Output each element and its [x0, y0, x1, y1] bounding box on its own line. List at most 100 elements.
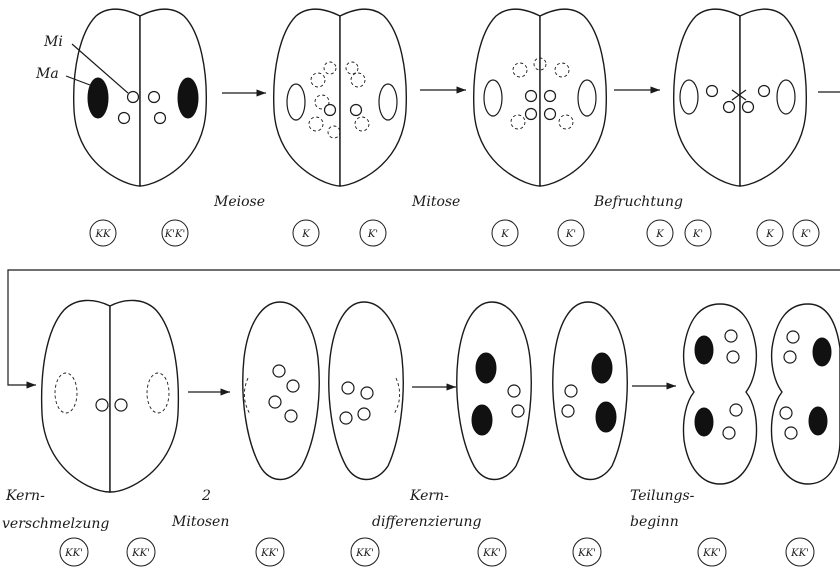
micronucleus [273, 365, 285, 377]
label-teilungsbeginn-1: Teilungs- [630, 488, 695, 504]
genotype-label: KK' [64, 548, 83, 559]
stage-fertilization-pair [674, 9, 807, 186]
micronucleus [285, 410, 297, 422]
macronucleus-right [578, 80, 596, 116]
micronucleus [526, 91, 537, 102]
macronucleus-right [178, 78, 198, 118]
macronucleus [476, 353, 496, 383]
micronucleus [325, 105, 336, 116]
micronucleus [785, 427, 797, 439]
cell-right [740, 9, 806, 186]
label-mi: Mi [43, 34, 63, 50]
label-meiose: Meiose [213, 194, 265, 210]
micronucleus [119, 113, 130, 124]
genotype-label: K' [692, 229, 703, 240]
macronucleus [695, 408, 713, 436]
micronucleus [787, 331, 799, 343]
genotype-label: KK' [482, 548, 501, 559]
micronucleus [545, 109, 556, 120]
macronucleus [695, 336, 713, 364]
micronucleus [128, 92, 139, 103]
micronucleus [340, 412, 352, 424]
stage-differentiation [457, 302, 627, 480]
micronucleus [562, 405, 574, 417]
genotype-label: KK' [790, 548, 809, 559]
macronucleus-left [287, 84, 305, 120]
micronucleus [730, 404, 742, 416]
macronucleus [472, 405, 492, 435]
macronucleus [592, 353, 612, 383]
stage-two-mitoses [243, 302, 403, 480]
micronucleus [707, 86, 718, 97]
macronucleus [813, 338, 831, 366]
micronucleus [351, 105, 362, 116]
stage-fusion-pair [42, 300, 179, 492]
label-mitose: Mitose [411, 194, 460, 210]
cell [243, 302, 319, 480]
micronucleus [269, 396, 281, 408]
genotype-label: K' [367, 229, 378, 240]
stage-mitosis-pair [474, 9, 607, 186]
label-kerndifferenzierung-1: Kern- [409, 488, 449, 504]
macronucleus-left [88, 78, 108, 118]
micronucleus [565, 385, 577, 397]
micronucleus [545, 91, 556, 102]
micronucleus [358, 408, 370, 420]
label-zwei: 2 [201, 488, 211, 504]
label-kernverschmelzung-2: verschmelzung [2, 516, 109, 532]
genotype-label: K [765, 229, 774, 240]
macronucleus [809, 407, 827, 435]
synkaryon [115, 399, 127, 411]
label-befruchtung: Befruchtung [593, 194, 683, 210]
micronucleus [780, 407, 792, 419]
genotype-label: K [500, 229, 509, 240]
genotype-label: KK' [131, 548, 150, 559]
macronucleus-left [680, 80, 698, 114]
cell [771, 304, 840, 484]
label-kernverschmelzung-1: Kern- [5, 488, 45, 504]
cell-left [42, 300, 110, 492]
label-kerndifferenzierung-2: differenzierung [372, 514, 482, 530]
micronucleus [155, 113, 166, 124]
micronucleus [784, 351, 796, 363]
genotype-label: KK' [260, 548, 279, 559]
micronucleus [361, 387, 373, 399]
stage-meiosis-pair [274, 9, 407, 186]
genotype-row-1: KK K'K' K K' K K' K K' K K' [90, 220, 819, 246]
label-ma: Ma [35, 66, 59, 82]
genotype-label: KK' [702, 548, 721, 559]
label-teilungsbeginn-2: beginn [630, 514, 679, 530]
micronucleus [526, 109, 537, 120]
micronucleus [724, 102, 735, 113]
genotype-label: K' [800, 229, 811, 240]
cell [553, 302, 627, 480]
genotype-row-2: KK' KK' KK' KK' KK' KK' KK' KK' [60, 538, 814, 566]
macronucleus-right [777, 80, 795, 114]
genotype-label: K [655, 229, 664, 240]
genotype-label: K [301, 229, 310, 240]
stage-initial-pair: Mi Ma [35, 9, 206, 186]
micronucleus [508, 385, 520, 397]
micronucleus [759, 86, 770, 97]
macronucleus [596, 402, 616, 432]
cell-right [110, 300, 178, 492]
genotype-label: KK' [355, 548, 374, 559]
genotype-label: K'K' [164, 229, 185, 240]
micronucleus [149, 92, 160, 103]
micronucleus [287, 380, 299, 392]
label-mitosen: Mitosen [171, 514, 229, 530]
synkaryon [96, 399, 108, 411]
stage-division-start [683, 304, 840, 484]
micronucleus [723, 427, 735, 439]
macronucleus-right [379, 84, 397, 120]
micronucleus [512, 405, 524, 417]
cell-left [274, 9, 340, 186]
genotype-label: K' [565, 229, 576, 240]
macronucleus-left [484, 80, 502, 116]
genotype-label: KK [95, 229, 111, 240]
cell [683, 304, 756, 484]
micronucleus [725, 330, 737, 342]
genotype-label: KK' [577, 548, 596, 559]
micronucleus [727, 351, 739, 363]
